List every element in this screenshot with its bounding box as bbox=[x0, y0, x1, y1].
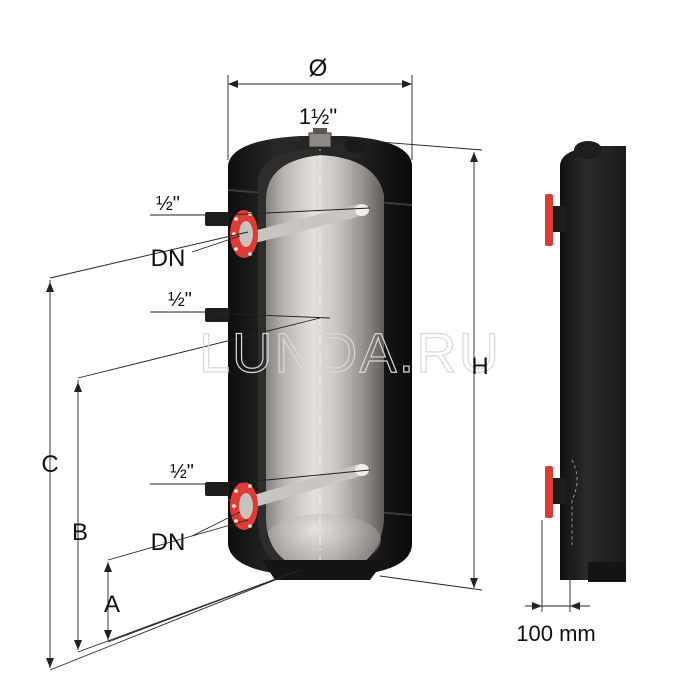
upper-sensor-label: ½" bbox=[156, 193, 180, 215]
dimensions bbox=[49, 75, 590, 671]
watermark: LUNDA.RU bbox=[199, 321, 501, 384]
side-clearance-label: 100 mm bbox=[516, 621, 595, 646]
side-lower-flange bbox=[545, 466, 553, 518]
side-lower-pipe bbox=[552, 478, 566, 504]
lifting-lug bbox=[345, 139, 365, 153]
upper-flange bbox=[230, 210, 258, 258]
top-connection-pipe bbox=[308, 132, 332, 148]
lower-internal-pipe bbox=[252, 464, 366, 506]
middle-sensor-sleeve bbox=[205, 308, 229, 322]
side-upper-flange bbox=[545, 194, 553, 246]
vessel-bottom-dome bbox=[265, 514, 381, 566]
side-view-tank bbox=[545, 141, 626, 582]
upper-sensor-sleeve bbox=[205, 212, 229, 226]
main-tank bbox=[205, 128, 413, 600]
dim-b-label: B bbox=[72, 519, 88, 546]
top-connection-cap bbox=[313, 128, 327, 134]
side-jacket bbox=[560, 146, 626, 580]
lower-flange-label: DN bbox=[151, 529, 186, 556]
cutaway-edge bbox=[258, 148, 322, 578]
diameter-label: Ø bbox=[309, 55, 328, 82]
upper-flange-label: DN bbox=[151, 245, 186, 272]
lower-sensor-label: ½" bbox=[170, 461, 194, 483]
upper-internal-pipe bbox=[252, 204, 366, 242]
lower-pipe-end bbox=[355, 464, 369, 476]
arrowheads bbox=[46, 80, 580, 668]
tank-feet bbox=[262, 560, 385, 580]
height-label: H bbox=[471, 353, 488, 380]
dim-c-label: C bbox=[41, 451, 58, 478]
side-foot bbox=[588, 562, 626, 582]
side-upper-pipe bbox=[552, 206, 566, 232]
side-lug bbox=[574, 141, 602, 159]
dim-a-label: A bbox=[104, 591, 120, 618]
top-connection-label: 1½" bbox=[299, 104, 337, 129]
lower-flange bbox=[230, 482, 258, 530]
upper-pipe-end bbox=[355, 204, 369, 216]
middle-sensor-label: ½" bbox=[168, 289, 192, 311]
